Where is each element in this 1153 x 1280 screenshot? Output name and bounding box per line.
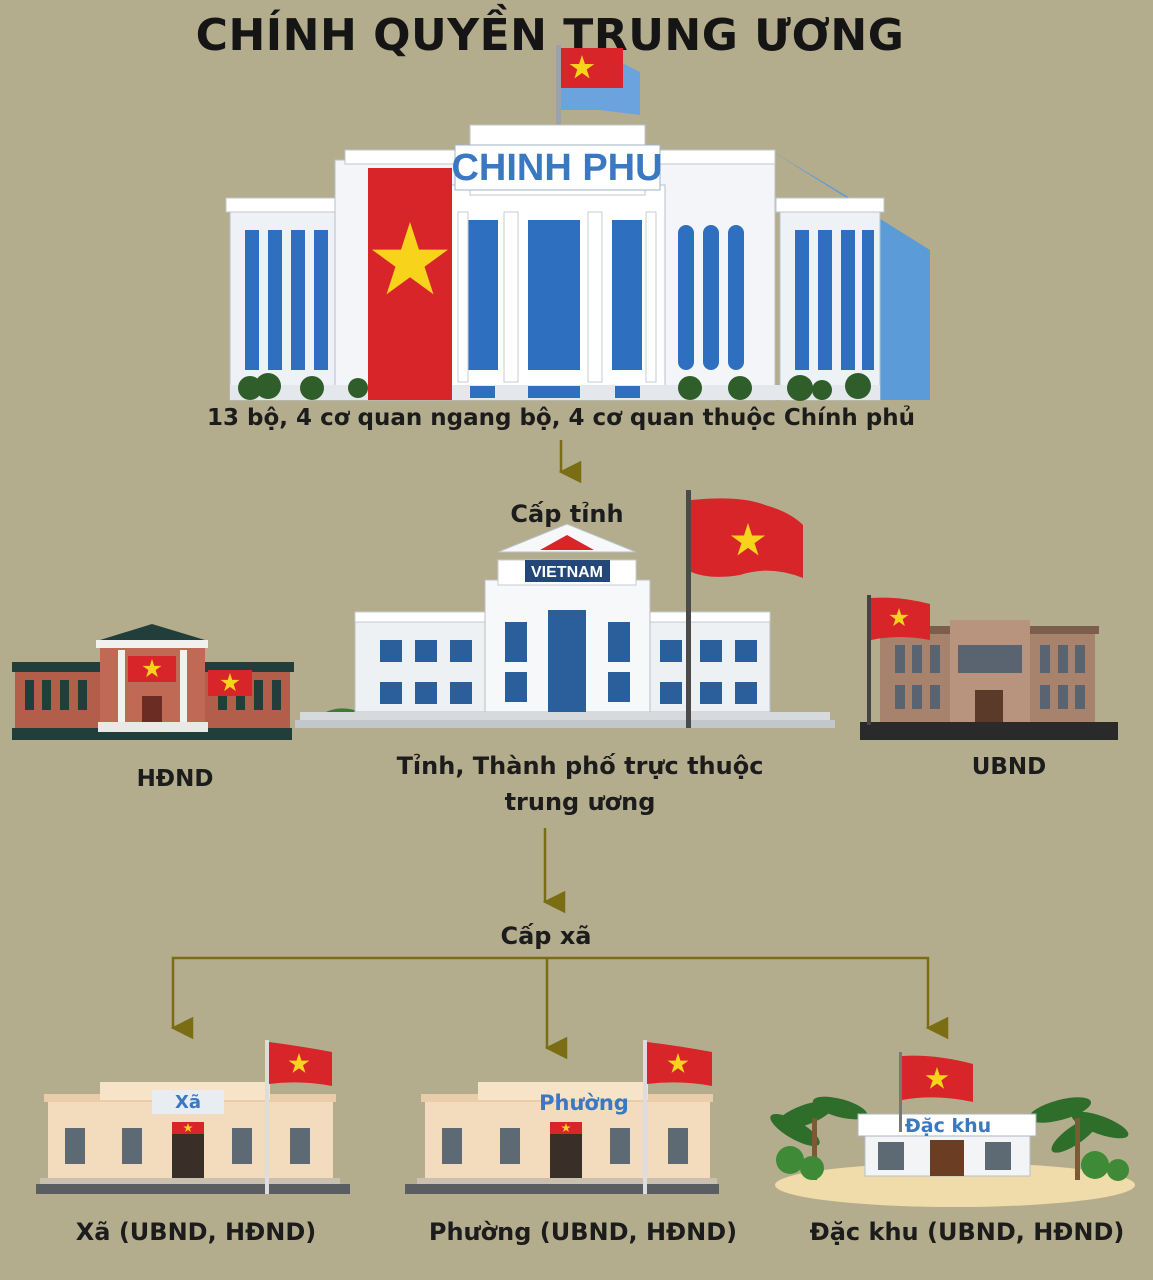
vietnam-flag-icon bbox=[871, 597, 930, 640]
vietnam-flag-icon bbox=[561, 48, 640, 115]
government-building-icon: CHINH PHU bbox=[225, 45, 930, 401]
ward-office-icon: Phường bbox=[405, 1040, 719, 1194]
dac-khu-building-sign: Đặc khu bbox=[905, 1115, 991, 1137]
province-building-sign: VIETNAM bbox=[531, 564, 603, 581]
commune-level-label: Cấp xã bbox=[500, 922, 591, 950]
ubnd-caption: UBND bbox=[972, 754, 1047, 780]
vietnam-flag-icon bbox=[691, 498, 803, 578]
vietnam-flag-icon bbox=[902, 1055, 973, 1102]
vietnam-flag-icon bbox=[647, 1042, 712, 1086]
dac-khu-caption: Đặc khu (UBND, HĐND) bbox=[810, 1218, 1125, 1246]
province-caption-line1: Tỉnh, Thành phố trực thuộc bbox=[397, 752, 764, 780]
commune-office-icon: Xã bbox=[36, 1040, 350, 1194]
province-building-icon: VIETNAM bbox=[295, 490, 835, 728]
province-level-label: Cấp tỉnh bbox=[510, 500, 623, 528]
peoples-committee-building-icon bbox=[860, 595, 1118, 740]
government-building-sign: CHINH PHU bbox=[451, 147, 662, 189]
phuong-building-sign: Phường bbox=[539, 1091, 629, 1115]
vietnam-flag-icon bbox=[208, 670, 252, 696]
branch-connector bbox=[170, 956, 949, 1060]
hdnd-caption: HĐND bbox=[137, 766, 214, 792]
central-caption: 13 bộ, 4 cơ quan ngang bộ, 4 cơ quan thu… bbox=[207, 405, 915, 431]
xa-building-sign: Xã bbox=[175, 1092, 201, 1113]
phuong-caption: Phường (UBND, HĐND) bbox=[429, 1218, 737, 1246]
special-zone-office-icon: Đặc khu bbox=[770, 1052, 1135, 1207]
vietnam-flag-icon bbox=[128, 656, 176, 682]
people-council-building-icon bbox=[12, 624, 294, 740]
xa-caption: Xã (UBND, HĐND) bbox=[76, 1218, 316, 1246]
province-caption-line2: trung ương bbox=[505, 788, 656, 816]
page-title: CHÍNH QUYỀN TRUNG ƯƠNG bbox=[195, 10, 905, 61]
vietnam-flag-icon bbox=[269, 1042, 332, 1086]
